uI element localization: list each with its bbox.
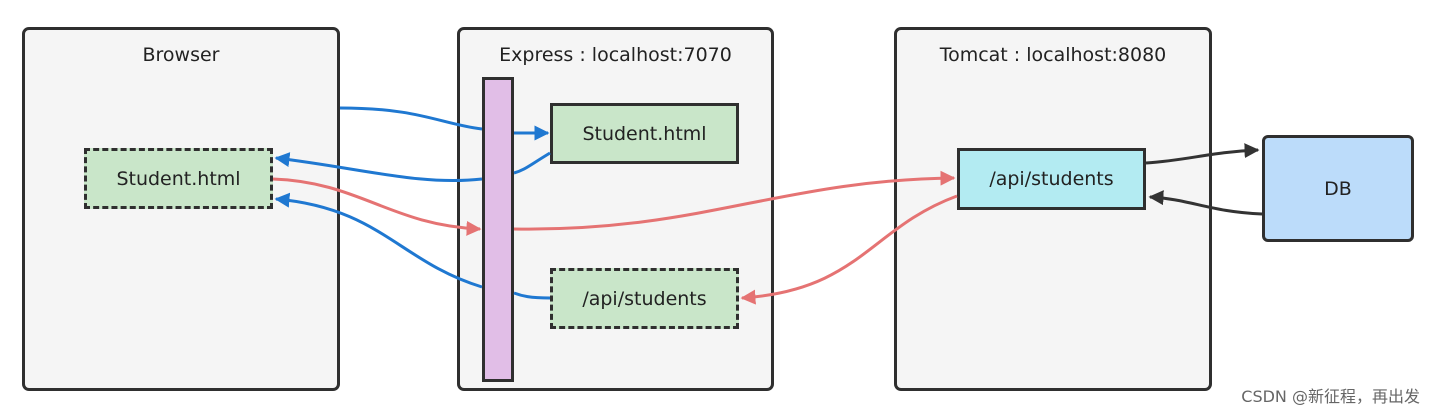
browser-panel-title: Browser [142,44,220,66]
browser-student-html-node: Student.html [84,148,273,209]
express-student-html-node: Student.html [550,103,739,164]
watermark-text: CSDN @新征程，再出发 [1241,387,1420,406]
db-node: DB [1262,135,1414,242]
browser-panel: Browser [22,27,340,391]
express-api-students-node: /api/students [550,268,739,329]
express-panel-title: Express : localhost:7070 [499,44,732,66]
tomcat-api-students-label: /api/students [989,168,1114,190]
express-student-html-label: Student.html [582,122,707,145]
tomcat-api-students-node: /api/students [957,148,1146,210]
tomcat-panel-title: Tomcat : localhost:8080 [939,44,1167,66]
browser-student-html-label: Student.html [116,167,241,190]
express-proxy-bar [482,77,514,382]
db-label: DB [1324,177,1352,200]
express-api-students-label: /api/students [582,287,707,310]
